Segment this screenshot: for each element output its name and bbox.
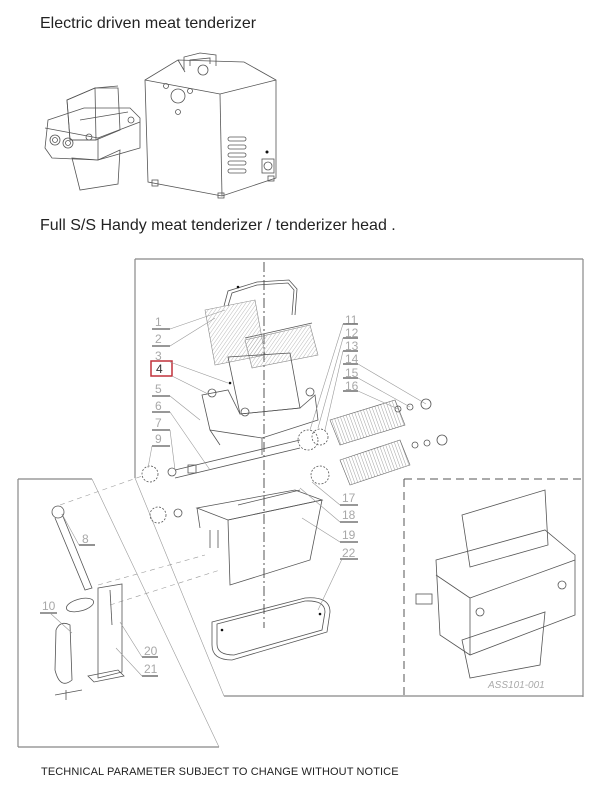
part-labels-left: 1 2 3 4 5 6 7 9 [147, 309, 229, 471]
part-label: 3 [155, 349, 162, 363]
part-labels-crank: 8 10 20 21 [40, 513, 158, 677]
part-label: 21 [144, 662, 158, 676]
part-label: 18 [342, 508, 356, 522]
handy-tenderizer-title: Full S/S Handy meat tenderizer / tenderi… [40, 217, 396, 234]
part-label: 16 [345, 379, 359, 393]
part-label-highlighted[interactable]: 4 [156, 362, 163, 376]
exploded-view-frame [17, 258, 584, 748]
crank-parts [51, 505, 125, 700]
part-label: 8 [82, 532, 89, 546]
highlight-box [150, 360, 173, 377]
part-label: 20 [144, 644, 158, 658]
part-label: 22 [342, 546, 356, 560]
motor-base-illustration [144, 52, 277, 199]
part-label: 11 [345, 313, 358, 327]
tenderizer-head-illustration [44, 85, 141, 191]
part-label: 2 [155, 332, 162, 346]
part-label: 10 [42, 599, 56, 613]
part-label: 6 [155, 399, 162, 413]
part-label: 7 [155, 416, 162, 430]
detail-inset-frame [403, 478, 583, 696]
electric-tenderizer-title: Electric driven meat tenderizer [40, 15, 257, 32]
assembled-head-detail: ASS101-001 [415, 489, 576, 691]
part-label: 13 [345, 339, 359, 353]
part-label: 9 [155, 432, 162, 446]
part-label: 19 [342, 528, 356, 542]
part-label: 17 [342, 491, 356, 505]
part-label: 5 [155, 382, 162, 396]
exploded-parts [59, 279, 448, 661]
part-label: 15 [345, 366, 359, 380]
part-labels-right-bottom: 17 18 19 22 [299, 481, 358, 611]
part-label: 14 [345, 352, 359, 366]
part-label: 1 [155, 315, 162, 329]
part-labels-right-top: 11 12 13 14 15 16 [309, 313, 427, 431]
footer-notice: TECHNICAL PARAMETER SUBJECT TO CHANGE WI… [41, 766, 399, 778]
part-label: 12 [345, 326, 359, 340]
assembly-code: ASS101-001 [487, 680, 545, 691]
